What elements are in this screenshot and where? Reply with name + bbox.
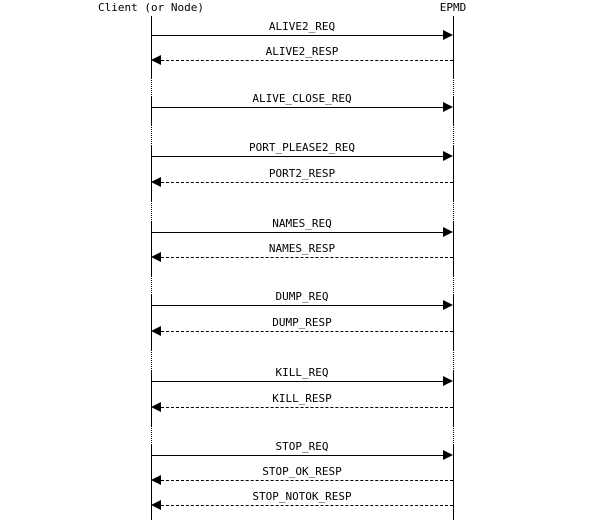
lifeline-client-segment-11 (151, 425, 152, 445)
lifeline-client-segment-4 (151, 146, 152, 200)
message-label-6: NAMES_RESP (264, 242, 340, 255)
actor-label-epmd: EPMD (439, 1, 467, 14)
lifeline-client-segment-8 (151, 295, 152, 349)
message-label-8: DUMP_RESP (268, 316, 336, 329)
message-label-13: STOP_NOTOK_RESP (248, 490, 356, 503)
message-arrowhead-8 (151, 326, 161, 336)
message-line-2 (151, 107, 443, 108)
message-line-4 (161, 182, 453, 183)
message-arrowhead-0 (443, 30, 453, 40)
message-label-10: KILL_RESP (268, 392, 336, 405)
lifeline-client-segment-9 (151, 349, 152, 371)
message-label-0: ALIVE2_REQ (264, 20, 340, 33)
message-label-1: ALIVE2_RESP (261, 45, 343, 58)
message-label-11: STOP_REQ (271, 440, 333, 453)
lifeline-epmd-segment-4 (453, 146, 454, 200)
actor-label-client: Client (or Node) (98, 1, 204, 14)
message-label-4: PORT2_RESP (264, 167, 340, 180)
message-label-2: ALIVE_CLOSE_REQ (248, 92, 356, 105)
lifeline-epmd-segment-9 (453, 349, 454, 371)
message-arrowhead-12 (151, 475, 161, 485)
message-arrowhead-5 (443, 227, 453, 237)
message-label-5: NAMES_REQ (268, 217, 336, 230)
lifeline-epmd-segment-2 (453, 97, 454, 125)
message-line-7 (151, 305, 443, 306)
lifeline-client-segment-7 (151, 275, 152, 295)
message-line-11 (151, 455, 443, 456)
message-arrowhead-11 (443, 450, 453, 460)
lifeline-client-segment-10 (151, 371, 152, 425)
lifeline-epmd-segment-0 (453, 16, 454, 78)
lifeline-epmd-segment-10 (453, 371, 454, 425)
message-line-9 (151, 381, 443, 382)
lifeline-epmd-segment-8 (453, 295, 454, 349)
message-label-9: KILL_REQ (271, 366, 333, 379)
lifeline-epmd-segment-11 (453, 425, 454, 445)
lifeline-epmd-segment-3 (453, 125, 454, 146)
lifeline-client-segment-1 (151, 78, 152, 97)
lifeline-client-segment-3 (151, 125, 152, 146)
message-label-12: STOP_OK_RESP (258, 465, 346, 478)
message-arrowhead-4 (151, 177, 161, 187)
message-line-5 (151, 232, 443, 233)
message-arrowhead-1 (151, 55, 161, 65)
lifeline-client-segment-2 (151, 97, 152, 125)
message-line-0 (151, 35, 443, 36)
message-arrowhead-2 (443, 102, 453, 112)
message-arrowhead-6 (151, 252, 161, 262)
message-line-6 (161, 257, 453, 258)
message-line-10 (161, 407, 453, 408)
lifeline-client-segment-6 (151, 222, 152, 275)
lifeline-epmd-segment-6 (453, 222, 454, 275)
lifeline-client-segment-5 (151, 200, 152, 222)
message-label-3: PORT_PLEASE2_REQ (245, 141, 359, 154)
message-line-8 (161, 331, 453, 332)
message-line-12 (161, 480, 453, 481)
lifeline-epmd-segment-5 (453, 200, 454, 222)
message-arrowhead-9 (443, 376, 453, 386)
message-arrowhead-13 (151, 500, 161, 510)
message-arrowhead-3 (443, 151, 453, 161)
message-arrowhead-7 (443, 300, 453, 310)
message-arrowhead-10 (151, 402, 161, 412)
lifeline-epmd-segment-1 (453, 78, 454, 97)
lifeline-client-segment-0 (151, 16, 152, 78)
message-label-7: DUMP_REQ (271, 290, 333, 303)
lifeline-epmd-segment-12 (453, 445, 454, 520)
message-line-13 (161, 505, 453, 506)
message-line-3 (151, 156, 443, 157)
message-line-1 (161, 60, 453, 61)
lifeline-epmd-segment-7 (453, 275, 454, 295)
